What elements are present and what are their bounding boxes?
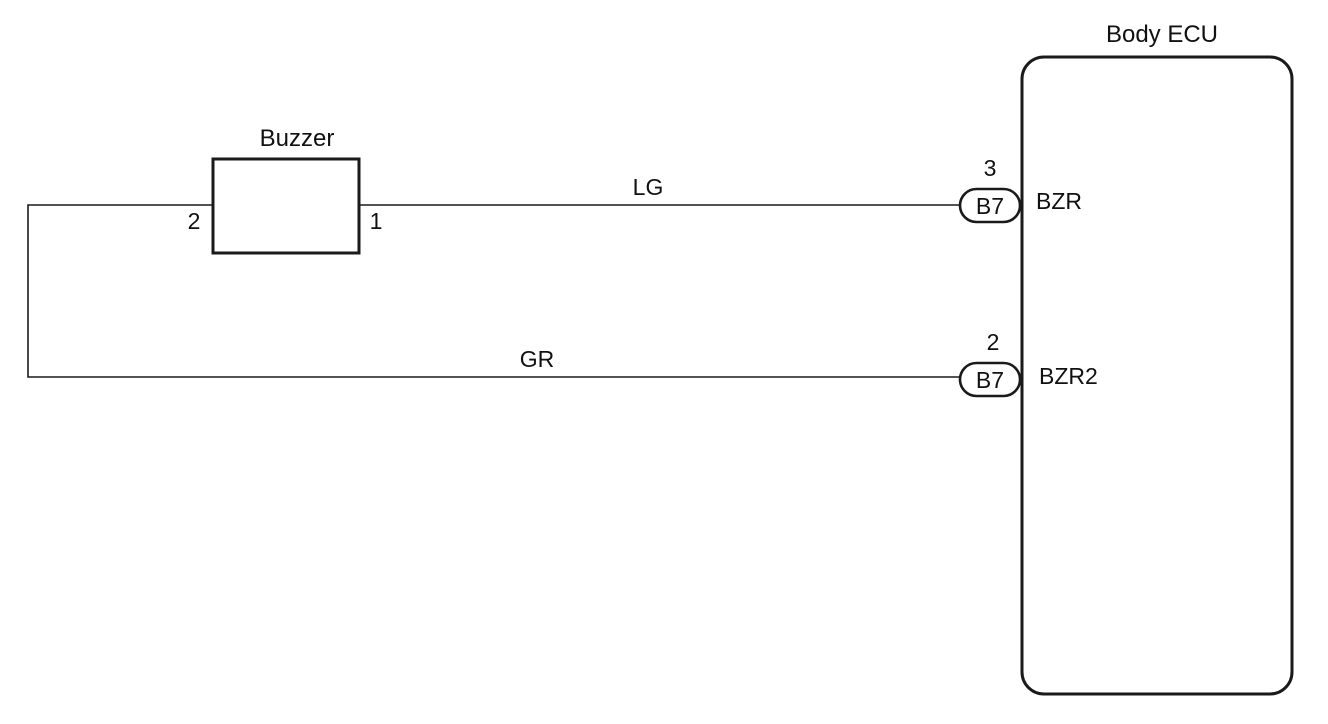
ecu-pin-2-label: 2 — [987, 329, 1000, 355]
ecu-pin-3-label: 3 — [984, 155, 997, 181]
buzzer-pin-1-label: 1 — [370, 208, 383, 234]
wire-lg-label: LG — [633, 174, 664, 200]
connector-b7-bzr2 — [958, 361, 1022, 398]
terminal-bzr2-label: BZR2 — [1039, 363, 1098, 389]
connector-b7-bzr — [958, 187, 1022, 224]
buzzer-box — [211, 157, 361, 255]
body-ecu-box — [1020, 55, 1294, 696]
wire-gr — [27, 204, 962, 378]
connector-b7-bzr2-label: B7 — [976, 367, 1004, 393]
buzzer-pin-2-label: 2 — [188, 208, 201, 234]
wire-gr-label: GR — [520, 346, 555, 372]
terminal-bzr-label: BZR — [1036, 188, 1082, 214]
buzzer-label: Buzzer — [260, 125, 335, 152]
connector-b7-bzr-label: B7 — [976, 193, 1004, 219]
body-ecu-label: Body ECU — [1106, 21, 1218, 48]
